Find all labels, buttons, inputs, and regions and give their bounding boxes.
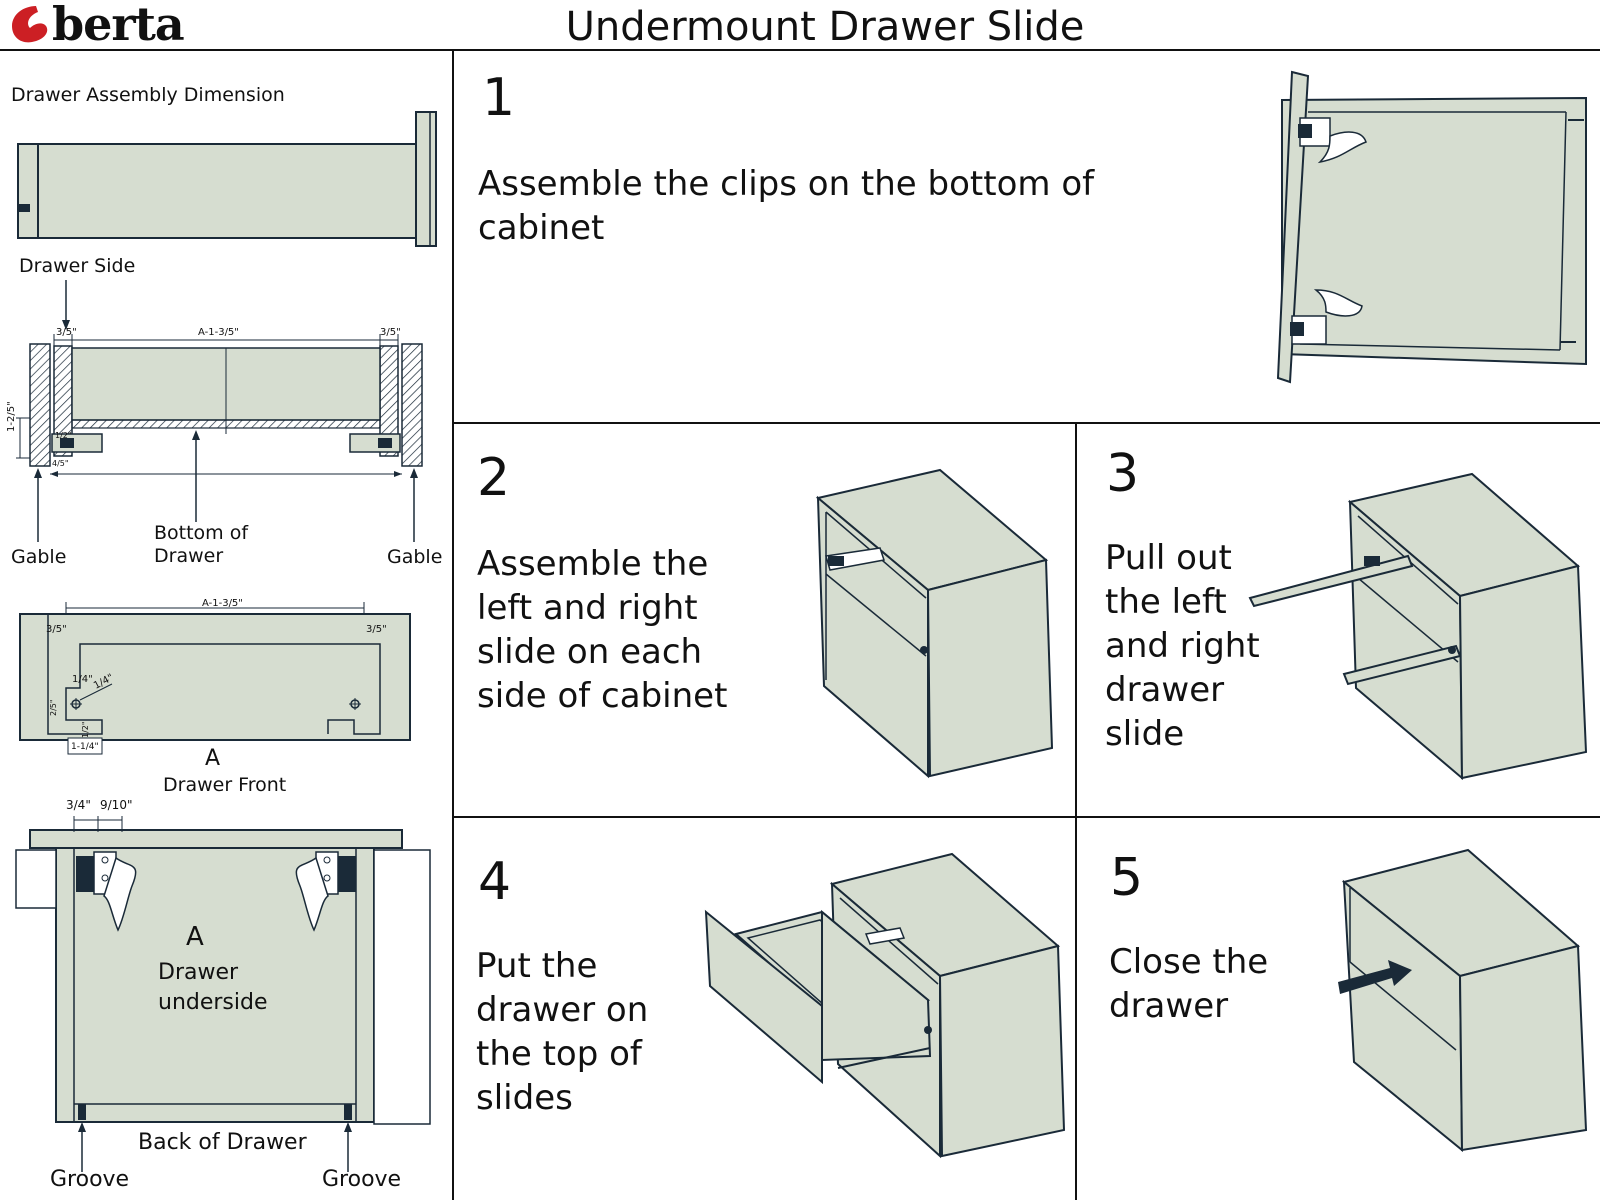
section-dim-center: A-1-3/5" bbox=[198, 327, 239, 338]
step-1-text-1: Assemble the clips on the bottom of bbox=[478, 164, 1095, 204]
step-1-number: 1 bbox=[482, 68, 516, 128]
step-5-text-1: Close the bbox=[1109, 942, 1269, 982]
drawer-underside-diagram bbox=[15, 816, 431, 1172]
step-3-number: 3 bbox=[1106, 444, 1140, 504]
gable-right-label: Gable bbox=[387, 546, 443, 568]
berta-logo-icon bbox=[12, 6, 48, 43]
step-4-text-2: drawer on bbox=[476, 990, 649, 1030]
underside-dim-a: 3/4" bbox=[66, 798, 91, 812]
drawer-front-diagram bbox=[19, 602, 411, 755]
front-dim-left: 3/5" bbox=[46, 624, 67, 635]
step-5-number: 5 bbox=[1110, 848, 1144, 908]
step-2-number: 2 bbox=[477, 448, 511, 508]
step-3-text-5: slide bbox=[1105, 714, 1185, 754]
brand-logo: berta bbox=[6, 0, 185, 51]
front-dim-top: A-1-3/5" bbox=[202, 598, 243, 609]
step-3-text-3: and right bbox=[1105, 626, 1260, 666]
header-divider bbox=[0, 49, 1600, 51]
step-4-text-3: the top of bbox=[476, 1034, 642, 1074]
underside-label-2: underside bbox=[158, 990, 268, 1015]
assembly-heading: Drawer Assembly Dimension bbox=[11, 84, 285, 106]
cross-section-diagram bbox=[16, 280, 423, 542]
col-divider bbox=[1075, 423, 1077, 1200]
step-3-text-2: the left bbox=[1105, 582, 1227, 622]
step-4-number: 4 bbox=[478, 852, 512, 912]
step-4-text-4: slides bbox=[476, 1078, 573, 1118]
step-3-text-1: Pull out bbox=[1105, 538, 1232, 578]
row-divider-1 bbox=[453, 422, 1600, 424]
bottom-of-drawer-label-2: Drawer bbox=[154, 545, 224, 567]
step-3-text-4: drawer bbox=[1105, 670, 1225, 710]
drawer-side-diagram bbox=[17, 111, 437, 247]
section-dim-small-v: 1/2" bbox=[55, 431, 72, 440]
underside-label-1: Drawer bbox=[158, 960, 239, 985]
step-2-text-1: Assemble the bbox=[477, 544, 709, 584]
left-panel-divider bbox=[452, 50, 454, 1200]
bottom-of-drawer-label-1: Bottom of bbox=[154, 522, 249, 544]
groove-right-label: Groove bbox=[322, 1167, 402, 1192]
front-dim-right: 3/5" bbox=[366, 624, 387, 635]
front-dim-bottom: 1-1/4" bbox=[71, 742, 99, 752]
step-1-text-2: cabinet bbox=[478, 208, 605, 248]
front-dim-quarter: 1/4" bbox=[72, 674, 93, 685]
back-of-drawer-label: Back of Drawer bbox=[138, 1130, 307, 1155]
brand-name: berta bbox=[52, 0, 185, 51]
section-dim-small-h: 4/5" bbox=[52, 459, 69, 468]
close-arrow-icon bbox=[1338, 960, 1412, 994]
step-1-cabinet-illustration bbox=[1276, 70, 1587, 384]
step-2-text-2: left and right bbox=[477, 588, 698, 628]
front-letter: A bbox=[205, 746, 221, 771]
step-2-text-4: side of cabinet bbox=[477, 676, 728, 716]
section-dim-right: 3/5" bbox=[380, 327, 401, 338]
section-dim-left: 3/5" bbox=[56, 327, 77, 338]
step-5-text-2: drawer bbox=[1109, 986, 1229, 1026]
underside-dim-b: 9/10" bbox=[100, 798, 133, 812]
step-2-text-3: slide on each bbox=[477, 632, 703, 672]
drawer-front-label: Drawer Front bbox=[163, 774, 287, 796]
drawer-side-label: Drawer Side bbox=[19, 255, 136, 277]
step-2-cabinet-illustration bbox=[815, 468, 1054, 779]
underside-letter: A bbox=[186, 922, 204, 952]
page-title: Undermount Drawer Slide bbox=[565, 4, 1085, 50]
gable-left-label: Gable bbox=[11, 546, 67, 568]
step-3-cabinet-illustration bbox=[1248, 472, 1588, 781]
step-4-text-1: Put the bbox=[476, 946, 598, 986]
row-divider-2 bbox=[453, 816, 1600, 818]
groove-left-label: Groove bbox=[50, 1167, 130, 1192]
